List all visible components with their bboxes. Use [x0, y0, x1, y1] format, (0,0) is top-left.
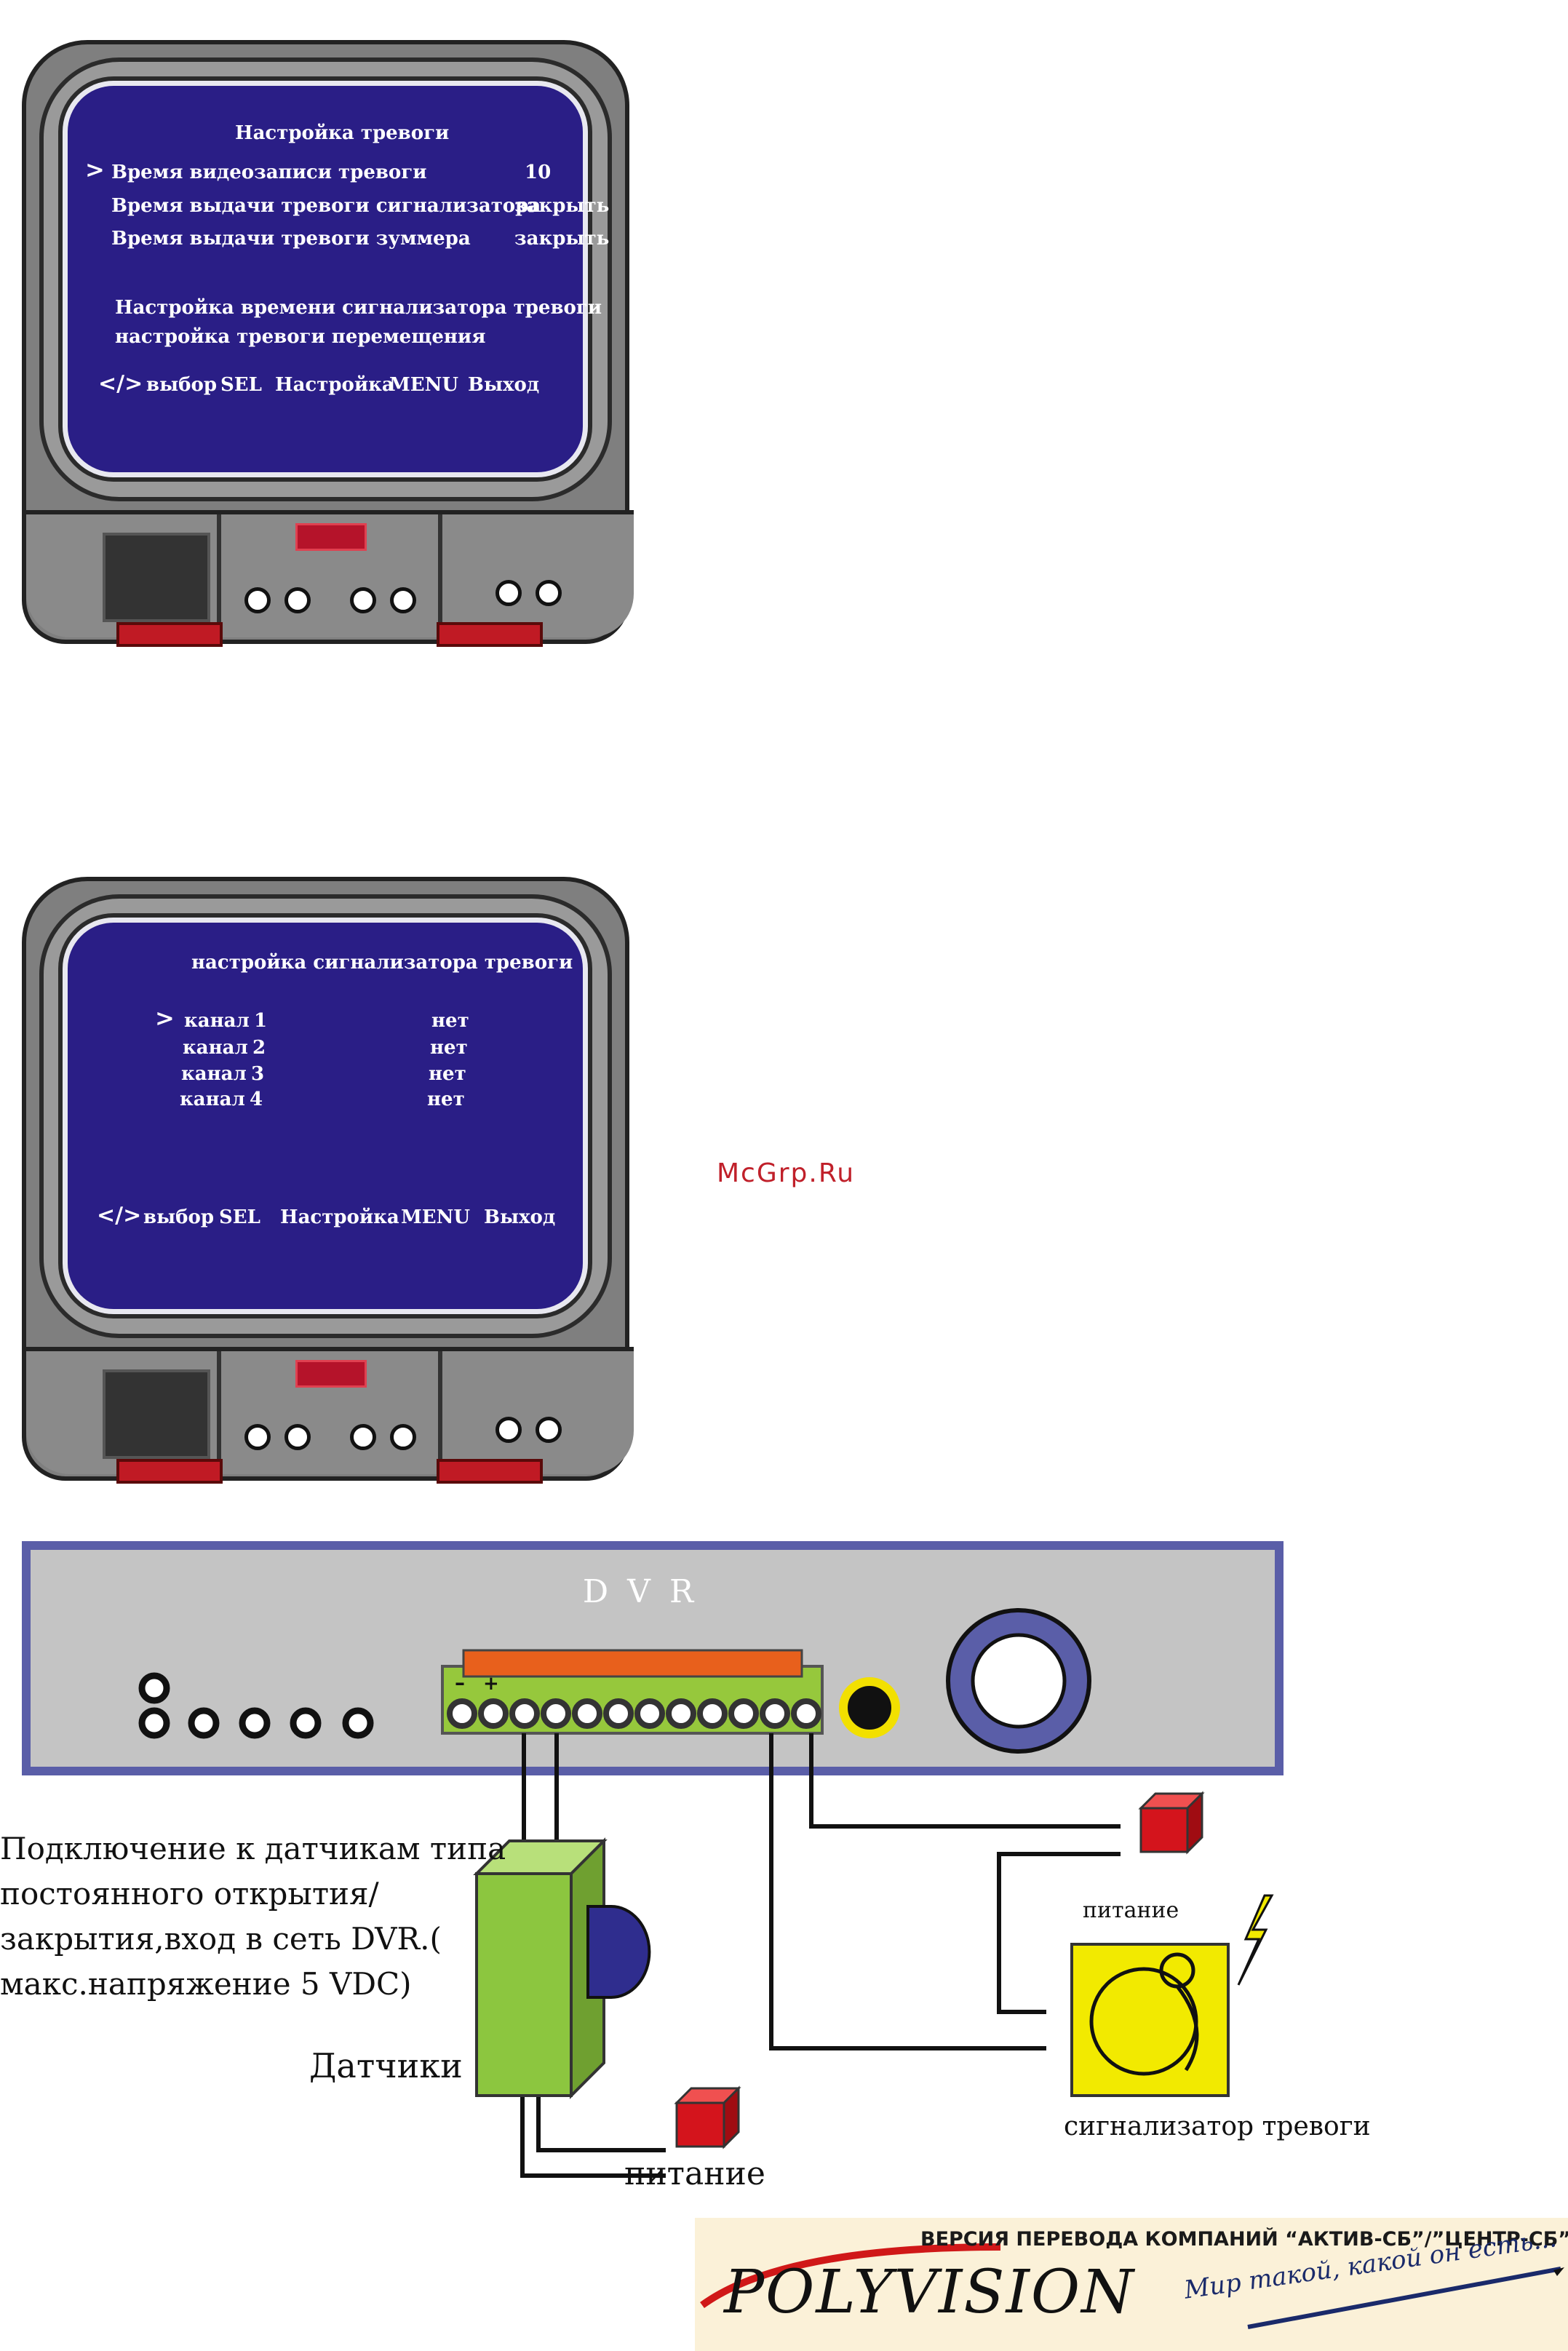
- monitor-1-speaker: [103, 533, 210, 622]
- menu1-title: Настройка тревоги: [235, 122, 450, 144]
- monitor-2: настройка сигнализатора тревоги > канал …: [22, 877, 634, 1488]
- menu2-footer-sel: SEL: [219, 1206, 260, 1228]
- power-cube-sensor: [674, 2085, 741, 2149]
- monitor-2-body: настройка сигнализатора тревоги > канал …: [22, 877, 634, 1481]
- monitor-1-button-4[interactable]: [390, 587, 416, 613]
- monitor-1-button-2[interactable]: [284, 587, 311, 613]
- sensor-description-line-2: постоянного открытия/: [0, 1876, 379, 1912]
- menu1-footer-exit: Выход: [468, 374, 540, 396]
- monitor-2-button-6[interactable]: [536, 1417, 562, 1443]
- monitor-1-button-1[interactable]: [244, 587, 271, 613]
- monitor-2-button-2[interactable]: [284, 1424, 311, 1450]
- sensor-description-line-3: закрытия,вход в сеть DVR.(: [0, 1921, 442, 1957]
- menu1-footer-setting: Настройка: [275, 374, 394, 396]
- monitor-1-button-3[interactable]: [350, 587, 376, 613]
- banner-swoosh: [700, 2243, 1564, 2329]
- menu1-footer-nav: </>: [98, 371, 143, 397]
- terminal-plus-sign: +: [483, 1673, 499, 1695]
- monitor-2-screen: настройка сигнализатора тревоги > канал …: [63, 918, 588, 1314]
- polyvision-logo: POLYVISION: [724, 2258, 1135, 2327]
- menu2-channel-2-num: 2: [252, 1037, 266, 1059]
- menu2-channel-1-num: 1: [254, 1010, 268, 1032]
- power-label-sensor: питание: [624, 2155, 765, 2192]
- alarm-label: сигнализатор тревоги: [1064, 2112, 1371, 2141]
- dvr-label: D V R: [583, 1573, 698, 1610]
- menu1-footer-select: выбор: [146, 374, 217, 396]
- monitor-2-speaker: [103, 1369, 210, 1459]
- terminal-cover: [462, 1649, 803, 1678]
- menu2-footer-setting: Настройка: [280, 1206, 399, 1228]
- monitor-1: Настройка тревоги > Время видеозаписи тр…: [22, 40, 634, 651]
- menu1-footer-sel: SEL: [220, 374, 262, 396]
- monitor-2-button-5[interactable]: [496, 1417, 522, 1443]
- menu1-link-motion[interactable]: настройка тревоги перемещения: [115, 326, 486, 348]
- monitor-2-bezel: настройка сигнализатора тревоги > канал …: [39, 894, 612, 1338]
- monitor-1-button-6[interactable]: [536, 580, 562, 606]
- menu2-channel-3-label[interactable]: канал: [181, 1063, 247, 1085]
- power-cube-alarm: [1138, 1791, 1205, 1855]
- monitor-1-foot-right: [437, 622, 543, 647]
- monitor-1-led: [295, 523, 367, 551]
- monitor-2-led: [295, 1360, 367, 1388]
- menu2-channel-4-num: 4: [250, 1089, 263, 1110]
- terminal-screws: [447, 1698, 821, 1729]
- menu1-row-buzzer[interactable]: Время выдачи тревоги зуммера: [111, 228, 471, 250]
- menu2-footer-exit: Выход: [484, 1206, 556, 1228]
- menu2-channel-3-value[interactable]: нет: [429, 1063, 466, 1085]
- rca-jack: [839, 1677, 900, 1738]
- menu1-row-alarm-output[interactable]: Время выдачи тревоги сигнализатора: [111, 195, 541, 217]
- menu1-row-alarm-output-value[interactable]: закрыть: [514, 195, 610, 217]
- monitor-2-foot-right: [437, 1459, 543, 1484]
- monitor-2-button-4[interactable]: [390, 1424, 416, 1450]
- power-port: [950, 1612, 1088, 1750]
- dvr-left-connectors: [138, 1672, 374, 1739]
- menu1-row-record-time-value[interactable]: 10: [525, 162, 552, 183]
- menu2-footer-nav: </>: [97, 1203, 142, 1228]
- sensor-description: Подключение к датчикам типа постоянного …: [0, 1826, 506, 2007]
- sensor-description-line-1: Подключение к датчикам типа: [0, 1831, 506, 1866]
- sensor-description-line-4: макс.напряжение 5 VDC): [0, 1966, 412, 2002]
- menu2-channel-4-value[interactable]: нет: [427, 1089, 465, 1110]
- banner-tagline: ВЕРСИЯ ПЕРЕВОДА КОМПАНИЙ “АКТИВ-СБ”/”ЦЕН…: [920, 2228, 1568, 2251]
- terminal-minus-sign: –: [455, 1671, 465, 1695]
- sensor-box: [473, 1837, 651, 2099]
- monitor-2-foot-left: [116, 1459, 223, 1484]
- menu1-row-record-time[interactable]: Время видеозаписи тревоги: [111, 162, 427, 183]
- monitor-2-button-1[interactable]: [244, 1424, 271, 1450]
- monitor-1-body: Настройка тревоги > Время видеозаписи тр…: [22, 40, 634, 644]
- menu2-channel-2-value[interactable]: нет: [430, 1037, 468, 1059]
- menu2-footer-menu: MENU: [401, 1206, 471, 1228]
- menu2-channel-4-label[interactable]: канал: [180, 1089, 245, 1110]
- wiring-diagram: D V R – +: [22, 1541, 1284, 2178]
- menu2-channel-1-label[interactable]: канал: [184, 1010, 250, 1032]
- sensor-label: Датчики: [309, 2046, 463, 2085]
- menu2-title: настройка сигнализатора тревоги: [191, 952, 573, 974]
- monitor-1-bezel: Настройка тревоги > Время видеозаписи тр…: [39, 57, 612, 501]
- monitor-2-button-3[interactable]: [350, 1424, 376, 1450]
- menu2-channel-1-value[interactable]: нет: [431, 1010, 469, 1032]
- menu2-channel-3-num: 3: [251, 1063, 265, 1085]
- monitor-2-control-panel: [26, 1347, 634, 1479]
- menu2-cursor: >: [155, 1004, 175, 1032]
- menu2-channel-2-label[interactable]: канал: [183, 1037, 248, 1059]
- menu1-row-buzzer-value[interactable]: закрыть: [514, 228, 610, 250]
- monitor-1-control-panel: [26, 510, 634, 642]
- power-label-alarm: питание: [1083, 1898, 1179, 1923]
- menu2-footer-select: выбор: [143, 1206, 214, 1228]
- alarm-siren: [1070, 1894, 1274, 2097]
- monitor-1-screen: Настройка тревоги > Время видеозаписи тр…: [63, 81, 609, 477]
- menu1-cursor: >: [85, 156, 105, 183]
- monitor-1-foot-left: [116, 622, 223, 647]
- menu1-footer-menu: MENU: [389, 374, 459, 396]
- watermark: McGrp.Ru: [717, 1158, 856, 1188]
- menu1-link-alarm-time[interactable]: Настройка времени сигнализатора тревоги: [115, 297, 602, 319]
- monitor-1-button-5[interactable]: [496, 580, 522, 606]
- polyvision-banner: ВЕРСИЯ ПЕРЕВОДА КОМПАНИЙ “АКТИВ-СБ”/”ЦЕН…: [695, 2218, 1568, 2351]
